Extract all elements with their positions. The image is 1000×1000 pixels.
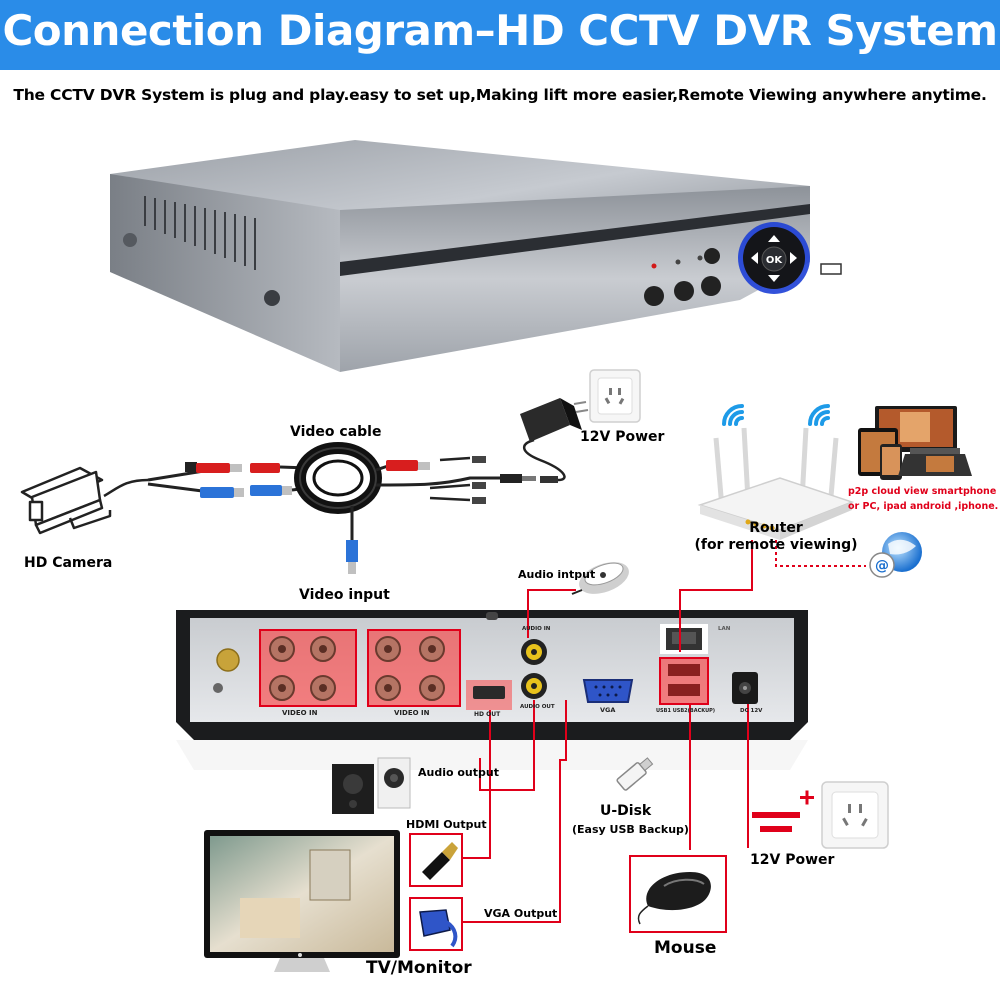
label-p2p-line1: p2p cloud view smartphone — [848, 486, 997, 497]
page-title: Connection Diagram–HD CCTV DVR System — [2, 6, 998, 55]
label-12v-power-top: 12V Power — [580, 429, 665, 445]
panel-label-hd-out: HD OUT — [474, 711, 501, 718]
label-tv-monitor: TV/Monitor — [366, 958, 472, 978]
dc-power-symbol-icon — [752, 790, 814, 832]
video-in-ports-left — [259, 629, 357, 707]
label-router: Router — [749, 520, 803, 536]
lan-usb-ports — [659, 624, 709, 705]
wifi-signal-left-icon — [722, 404, 744, 426]
label-vga-output: VGA Output — [484, 907, 558, 920]
label-audio-input: Audio intput — [518, 568, 596, 581]
panel-label-vga: VGA — [600, 706, 616, 714]
audio-ports — [521, 639, 547, 699]
label-p2p-line2: or PC, ipad android ,iphone. — [848, 501, 999, 512]
power-adapter-icon — [520, 398, 589, 442]
usb-disk-icon — [616, 757, 654, 791]
dvr-ok-button-label: OK — [766, 255, 784, 266]
video-in-ports-right — [367, 629, 461, 707]
wall-outlet-bottom-icon — [821, 781, 889, 849]
page-subtitle: The CCTV DVR System is plug and play.eas… — [13, 86, 987, 104]
wall-outlet-top-icon — [589, 369, 641, 423]
panel-label-audio-in: AUDIO IN — [522, 626, 551, 632]
internet-link-line — [775, 540, 866, 567]
label-udisk: U-Disk — [600, 803, 652, 819]
connector-lines — [462, 540, 753, 923]
label-router-sub: (for remote viewing) — [694, 537, 858, 553]
panel-label-usb: USB1 USB2(BACKUP) — [656, 708, 716, 714]
label-video-input: Video input — [299, 587, 390, 603]
panel-label-lan: LAN — [718, 626, 731, 632]
mouse-icon — [629, 855, 727, 933]
panel-label-audio-out: AUDIO OUT — [520, 704, 555, 710]
hd-camera-icon — [20, 466, 149, 535]
hdmi-port — [466, 680, 512, 710]
hdmi-cable-icon — [409, 833, 463, 887]
panel-label-video-in-left: VIDEO IN — [282, 709, 318, 717]
label-hd-camera: HD Camera — [24, 555, 113, 571]
tv-monitor-icon — [204, 830, 400, 972]
internet-globe-icon: @ — [869, 532, 922, 578]
label-hdmi-output: HDMI Output — [406, 818, 487, 831]
microphone-icon — [571, 562, 629, 595]
header-banner — [0, 0, 1000, 70]
viewing-devices-icon — [858, 406, 972, 480]
vga-port — [582, 679, 634, 703]
vga-cable-icon — [409, 897, 463, 951]
dvr-front-unit: OK — [110, 140, 842, 372]
wifi-signal-right-icon — [808, 404, 830, 426]
label-video-cable: Video cable — [290, 424, 382, 440]
label-mouse: Mouse — [654, 938, 717, 958]
speakers-icon — [332, 757, 411, 814]
router-icon — [697, 404, 855, 540]
label-audio-output: Audio output — [418, 766, 499, 779]
panel-label-video-in-right: VIDEO IN — [394, 709, 430, 717]
video-cable-icon — [147, 438, 566, 574]
panel-label-dc: DC 12V — [740, 708, 763, 714]
svg-text:@: @ — [875, 558, 889, 574]
label-12v-power-bottom: 12V Power — [750, 852, 835, 868]
dc-power-port — [732, 672, 758, 704]
label-udisk-sub: (Easy USB Backup) — [572, 823, 689, 836]
